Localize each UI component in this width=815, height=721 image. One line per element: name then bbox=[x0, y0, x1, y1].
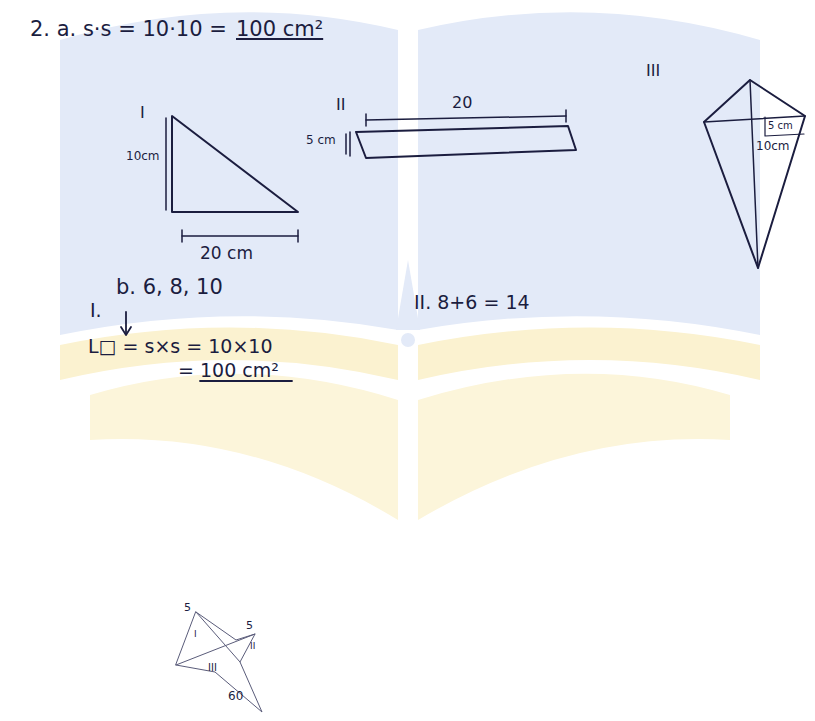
figure-number: I bbox=[194, 630, 197, 640]
figure-number: III bbox=[646, 62, 660, 80]
handwritten-figures bbox=[121, 80, 805, 712]
answer-line: 2. a. s·s = 10·10 = bbox=[30, 18, 227, 41]
answer-result: 100 cm² bbox=[236, 18, 323, 41]
answer-line: = 100 cm² bbox=[178, 360, 279, 381]
dimension-label: 20 bbox=[452, 94, 472, 112]
parallelogram bbox=[356, 126, 576, 158]
dimension-label: 5 cm bbox=[768, 120, 793, 131]
answer-line: I. bbox=[90, 300, 102, 321]
triangle bbox=[172, 116, 298, 212]
sketch-label: 5 bbox=[246, 620, 253, 632]
answer-line: b. 6, 8, 10 bbox=[116, 276, 223, 299]
dimension-label: 20 cm bbox=[200, 244, 253, 263]
sketch-label: 60 bbox=[228, 690, 243, 703]
answer-line: L□ = s×s = 10×10 bbox=[88, 336, 273, 357]
watermark-logo bbox=[60, 12, 760, 520]
figure-number: III bbox=[208, 662, 217, 673]
small-kite-sketch bbox=[176, 612, 262, 712]
kite bbox=[704, 80, 805, 268]
figure-number: I bbox=[140, 104, 145, 122]
figure-number: II bbox=[250, 642, 255, 652]
sketch-label: 5 bbox=[184, 602, 191, 614]
figure-number: II bbox=[336, 96, 345, 114]
dimension-label: 10cm bbox=[756, 140, 790, 153]
dimension-label: 10cm bbox=[126, 150, 160, 163]
dimension-label: 5 cm bbox=[306, 134, 336, 147]
answer-line: II. 8+6 = 14 bbox=[414, 292, 530, 313]
